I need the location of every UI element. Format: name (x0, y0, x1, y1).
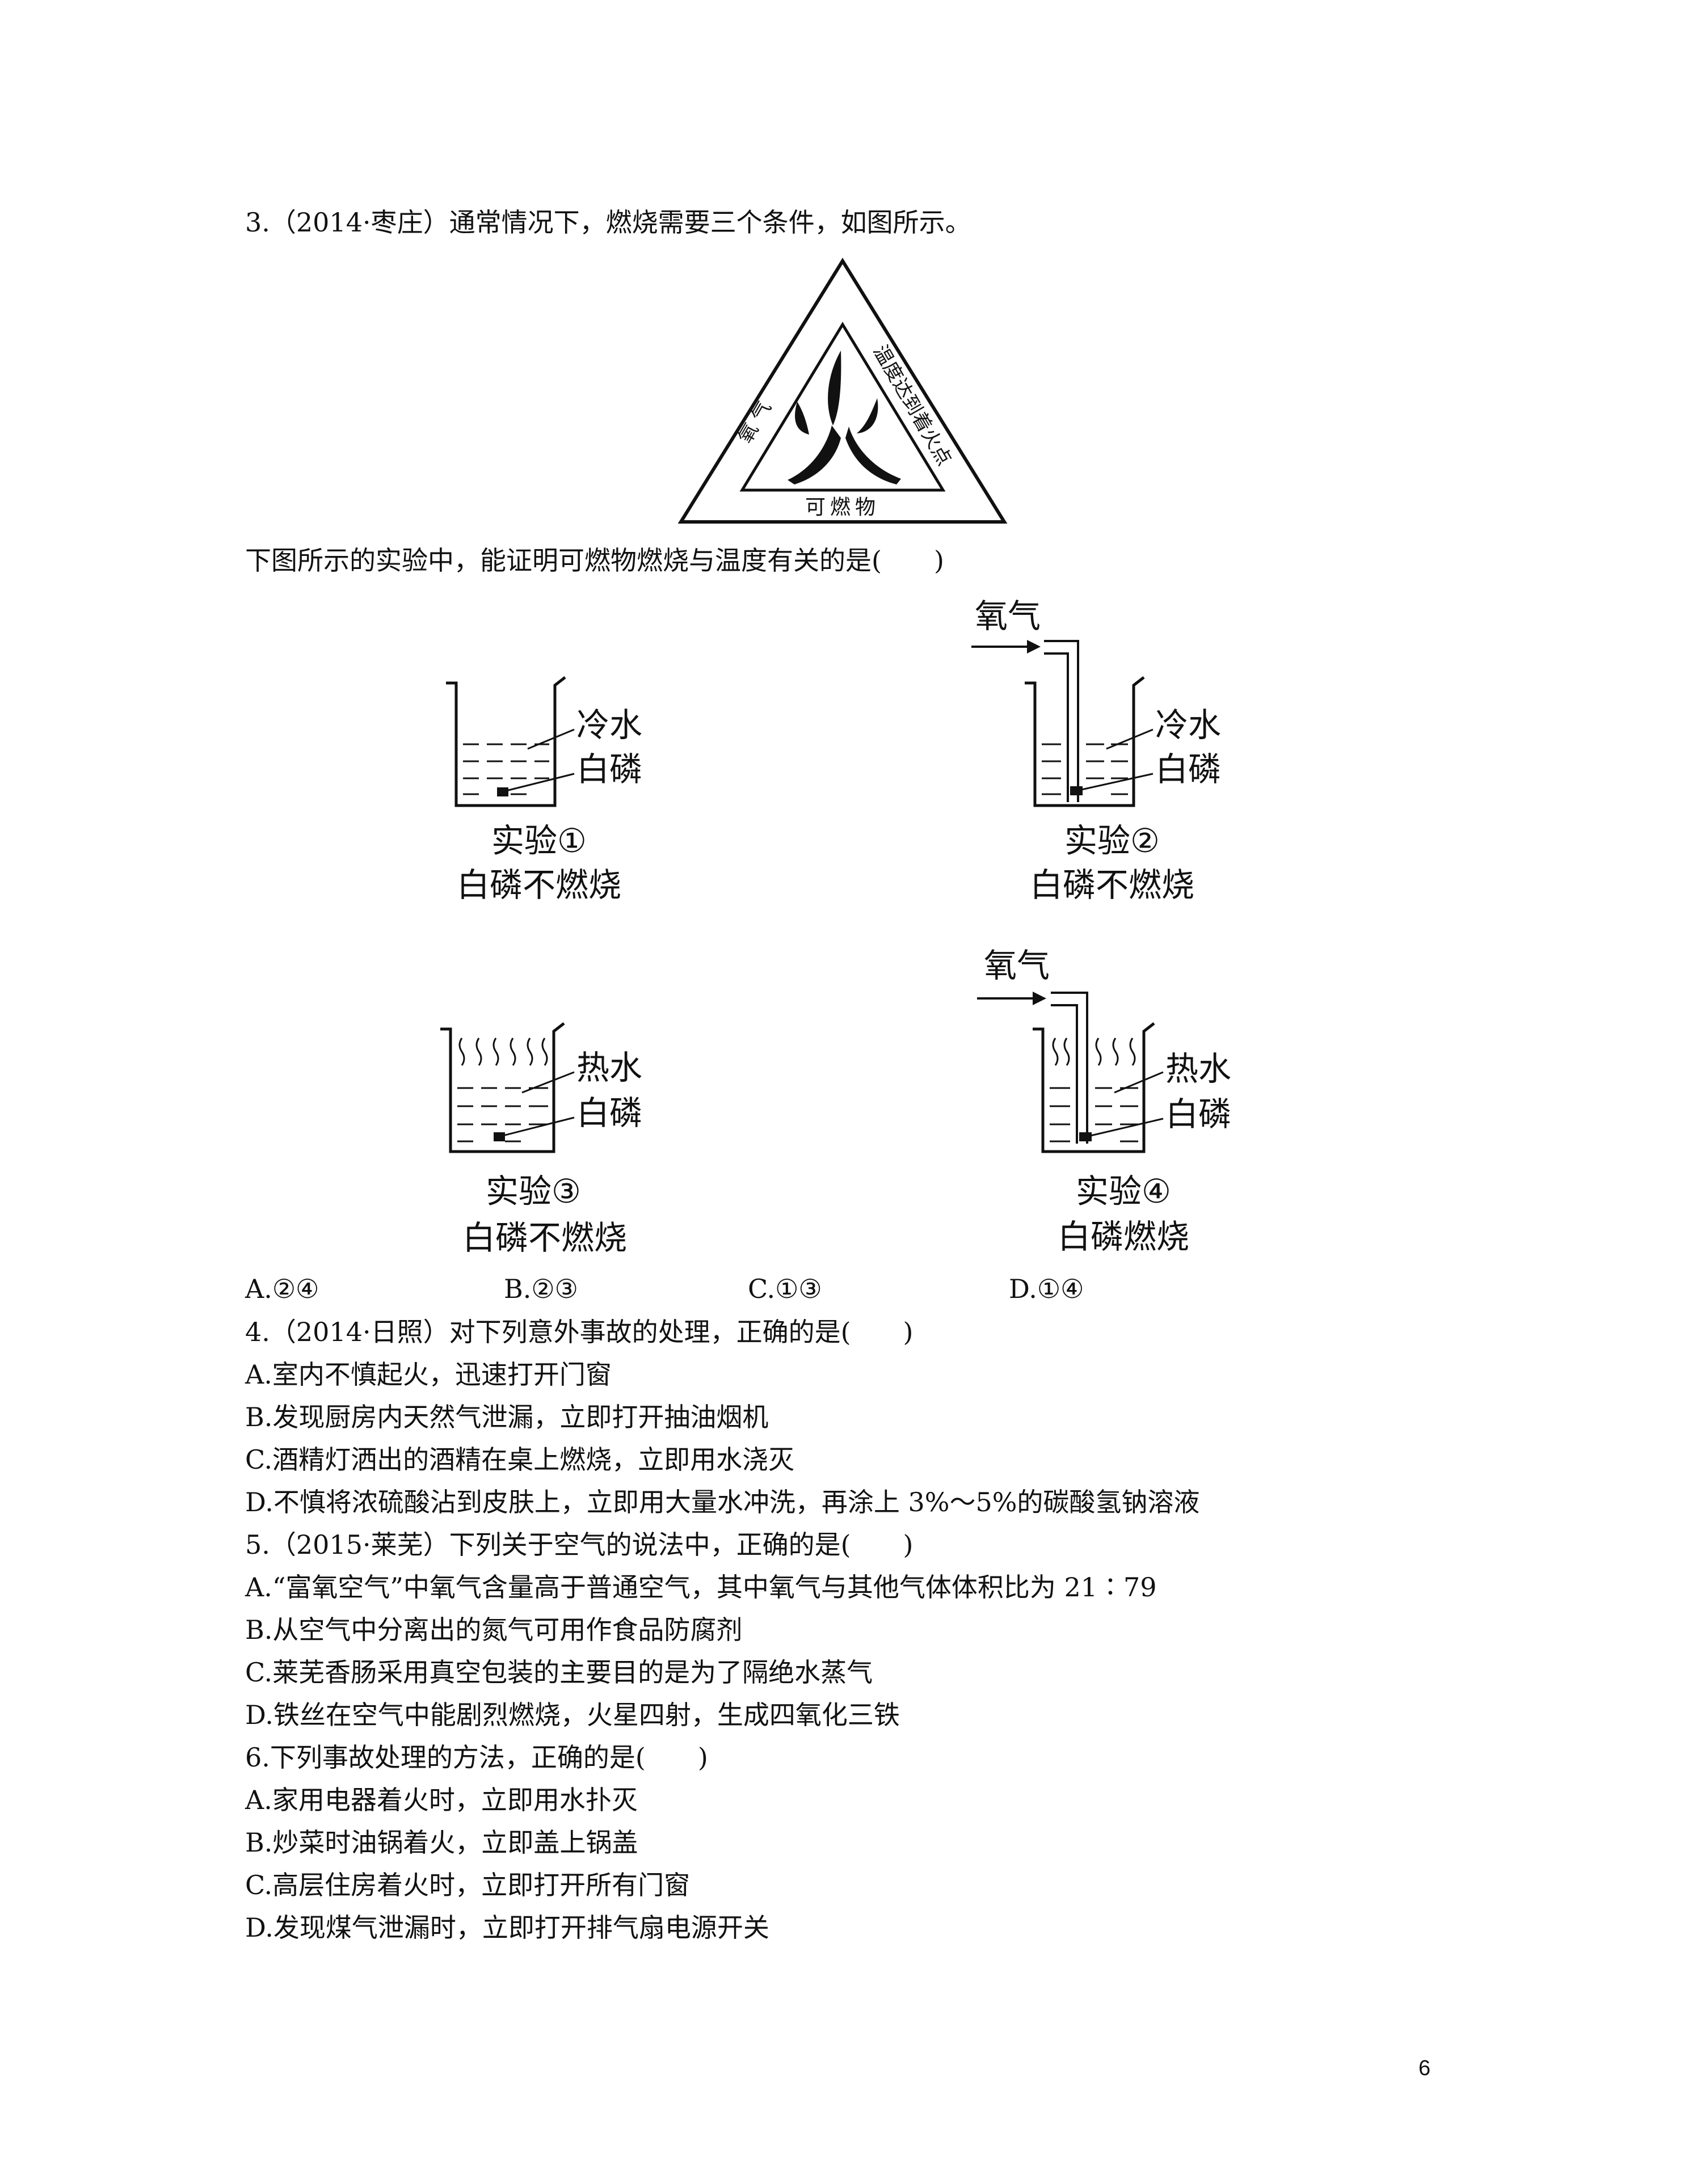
experiment-2-figure: 氧气 冷水 白磷 实验② 白磷不燃烧 (971, 597, 1221, 904)
exp2-gas-label: 氧气 (975, 597, 1041, 635)
q5-option-a[interactable]: A.“富氧空气”中氧气含量高于普通空气，其中氧气与其他气体体积比为 21∶79 (245, 1572, 1157, 1603)
exp1-title: 实验① (491, 821, 587, 860)
exp1-phosphorus-label: 白磷 (576, 750, 642, 789)
q6-stem: 6.下列事故处理的方法，正确的是( ) (245, 1742, 708, 1773)
q3-option-d[interactable]: D.①④ (1009, 1274, 1084, 1304)
q4-option-c[interactable]: C.酒精灯洒出的酒精在桌上燃烧，立即用水浇灭 (245, 1444, 795, 1475)
experiment-1-figure: 冷水 白磷 实验① 白磷不燃烧 (446, 676, 642, 904)
q5-option-b[interactable]: B.从空气中分离出的氮气可用作食品防腐剂 (245, 1614, 743, 1645)
exp3-result: 白磷不燃烧 (462, 1219, 627, 1257)
exp1-water-label: 冷水 (576, 706, 642, 744)
exp4-gas-label: 氧气 (984, 946, 1050, 985)
exp4-result: 白磷燃烧 (1058, 1217, 1189, 1256)
q5-stem: 5.（2015·莱芜）下列关于空气的说法中，正确的是( ) (245, 1529, 914, 1560)
exp2-result: 白磷不燃烧 (1030, 866, 1194, 904)
q4-option-a[interactable]: A.室内不慎起火，迅速打开门窗 (245, 1359, 612, 1390)
exp4-phosphorus-label: 白磷 (1165, 1095, 1231, 1133)
q4-stem: 4.（2014·日照）对下列意外事故的处理，正确的是( ) (245, 1317, 914, 1347)
exp3-title: 实验③ (486, 1172, 581, 1211)
q5-option-c[interactable]: C.莱芜香肠采用真空包装的主要目的是为了隔绝水蒸气 (245, 1657, 873, 1688)
exp4-water-label: 热水 (1165, 1049, 1231, 1088)
q6-option-a[interactable]: A.家用电器着火时，立即用水扑灭 (245, 1785, 638, 1815)
exp1-result: 白磷不燃烧 (457, 866, 621, 904)
exp2-water-label: 冷水 (1155, 706, 1221, 744)
exp2-title: 实验② (1064, 821, 1160, 860)
page-number: 6 (1418, 2056, 1431, 2080)
triangle-bottom-label: 可燃物 (805, 496, 880, 519)
exp3-phosphorus-label: 白磷 (576, 1094, 642, 1132)
fire-triangle-figure: 火 氧 气 温度达到着火点 可燃物 (677, 258, 1008, 524)
q4-option-d[interactable]: D.不慎将浓硫酸沾到皮肤上，立即用大量水冲洗，再涂上 3%～5%的碳酸氢钠溶液 (245, 1487, 1200, 1517)
q3-option-b[interactable]: B.②③ (504, 1274, 578, 1304)
q3-stem: 3.（2014·枣庄）通常情况下，燃烧需要三个条件，如图所示。 (245, 207, 971, 238)
fire-glyph (788, 351, 901, 484)
exp2-phosphorus-label: 白磷 (1155, 750, 1221, 789)
q6-option-b[interactable]: B.炒菜时油锅着火，立即盖上锅盖 (245, 1827, 638, 1858)
exp3-water-label: 热水 (576, 1048, 642, 1087)
q6-option-c[interactable]: C.高层住房着火时，立即打开所有门窗 (245, 1870, 691, 1900)
q6-option-d[interactable]: D.发现煤气泄漏时，立即打开排气扇电源开关 (245, 1912, 769, 1943)
q3-option-c[interactable]: C.①③ (748, 1274, 822, 1304)
q4-option-b[interactable]: B.发现厨房内天然气泄漏，立即打开抽油烟机 (245, 1402, 769, 1432)
experiment-3-figure: 热水 白磷 实验③ 白磷不燃烧 (440, 1022, 642, 1257)
q5-option-d[interactable]: D.铁丝在空气中能剧烈燃烧，火星四射，生成四氧化三铁 (245, 1700, 900, 1730)
q3-option-a[interactable]: A.②④ (245, 1274, 319, 1304)
exp4-title: 实验④ (1076, 1172, 1171, 1211)
experiment-4-figure: 氧气 热水 白磷 实验④ 白磷燃烧 (977, 946, 1231, 1256)
q3-sub-question: 下图所示的实验中，能证明可燃物燃烧与温度有关的是( ) (245, 545, 944, 576)
